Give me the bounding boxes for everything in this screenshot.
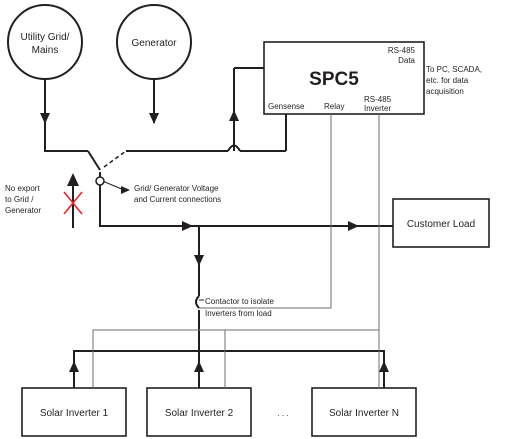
customer-load-box [392,198,490,248]
spc5-title: SPC5 [309,69,359,90]
customer-load-label: Customer Load [407,219,475,230]
rs485-data-label-line1: RS-485 [388,46,416,55]
flow-arrows [40,110,389,372]
rs485-inverter-label-line1: RS-485 [364,95,392,104]
rs485-bus-wire [92,114,380,388]
contactor-note-line2: Inverters from load [205,309,272,318]
customer-load: Customer Load [392,198,490,248]
utility-grid-source: Utility Grid/ Mains [7,4,83,80]
changeover-switch-blade [87,150,101,171]
relay-label: Relay [324,102,344,111]
pc-note-line3: acquisition [426,87,464,96]
rs485-inverter-label-line2: Inverter [364,104,391,113]
no-export-arrow-head [67,173,79,186]
cross-line-2 [63,191,83,215]
inverter-n-up-arrow [379,361,389,372]
no-export-line3: Generator [5,206,41,215]
utility-grid-label-line1: Utility Grid/ [21,32,70,43]
control-wiring [92,114,380,388]
inverter-ellipsis: . . . [277,409,288,418]
relay-control-wire [199,114,332,309]
utility-grid-label-line2: Mains [32,45,59,56]
pc-note-line2: etc. for data [426,76,469,85]
no-export-note: No export to Grid / Generator [5,184,41,215]
inverter-bus-horizontal [73,350,385,388]
no-export-cross [63,191,83,215]
inverter-n: Solar Inverter N [311,387,417,437]
voltage-pointer-head [121,186,130,194]
voltage-note-line2: and Current connections [134,195,221,204]
contactor-symbol [195,295,200,309]
spc5-controller: SPC5 RS-485 Data Gensense Relay RS-485 I… [263,41,425,115]
contactor-note: Contactor to isolate Inverters from load [199,297,274,318]
generator-down-arrow [149,113,159,124]
inverter-1-up-arrow [69,361,79,372]
spc5-box [263,41,425,115]
bus-right-arrow-1 [182,221,193,231]
utility-down-arrow [40,113,50,124]
generator-source: Generator [116,4,192,80]
changeover-switch-alt [103,150,127,168]
inverter-down-arrow [194,255,204,266]
voltage-note: Grid/ Generator Voltage and Current conn… [134,184,221,204]
contactor-note-line1: Contactor to isolate [205,297,274,306]
inverter-2-label: Solar Inverter 2 [165,408,234,419]
voltage-note-line1: Grid/ Generator Voltage [134,184,219,193]
no-export-line2: to Grid / [5,195,34,204]
utility-feed-wire [44,79,88,152]
inverter-n-label: Solar Inverter N [329,408,399,419]
inverter-2-up-arrow [194,361,204,372]
inverter-n-box [311,387,417,437]
generator-label: Generator [131,38,177,49]
bus-right-arrow-2 [348,221,359,231]
no-export-line1: No export [5,184,40,193]
ct-sensor-circle [95,176,105,186]
pc-scada-note: To PC, SCADA, etc. for data acquisition [426,65,482,96]
rs485-data-label-line2: Data [398,56,415,65]
inverter-1-label: Solar Inverter 1 [40,408,109,419]
gensense-label: Gensense [268,102,305,111]
inverter-1: Solar Inverter 1 [21,387,127,437]
main-bus-wire [99,172,393,227]
power-wiring [44,67,393,388]
inverter-1-box [21,387,127,437]
pc-note-line1: To PC, SCADA, [426,65,482,74]
sense-up-arrow [229,110,239,121]
inverter-2: Solar Inverter 2 [146,387,252,437]
